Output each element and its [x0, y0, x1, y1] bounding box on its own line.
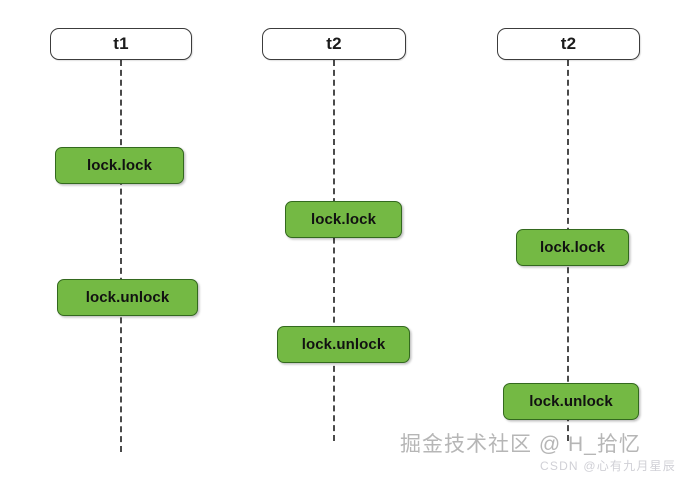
- lifeline-p2: [333, 60, 335, 441]
- watermark-secondary: CSDN @心有九月星辰: [540, 459, 676, 473]
- action-box-lock-unlock[interactable]: lock.unlock: [57, 279, 198, 316]
- participant-label: t1: [113, 34, 129, 53]
- participant-header-p3[interactable]: t2: [497, 28, 640, 60]
- participant-label: t2: [560, 34, 577, 53]
- action-label: lock.unlock: [85, 289, 170, 306]
- action-label: lock.lock: [86, 157, 153, 174]
- action-label: lock.unlock: [301, 336, 386, 353]
- watermark-primary: 掘金技术社区 @ H_拾忆: [400, 433, 641, 456]
- participant-label: t2: [326, 34, 342, 53]
- action-label: lock.lock: [310, 211, 377, 228]
- action-box-lock-lock[interactable]: lock.lock: [285, 201, 402, 238]
- action-box-lock-lock[interactable]: lock.lock: [516, 229, 629, 266]
- lifeline-p1: [120, 60, 122, 452]
- participant-header-p2[interactable]: t2: [262, 28, 406, 60]
- action-label: lock.lock: [539, 239, 606, 256]
- action-box-lock-lock[interactable]: lock.lock: [55, 147, 184, 184]
- participant-header-p1[interactable]: t1: [50, 28, 192, 60]
- action-label: lock.unlock: [529, 393, 613, 410]
- action-box-lock-unlock[interactable]: lock.unlock: [503, 383, 639, 420]
- action-box-lock-unlock[interactable]: lock.unlock: [277, 326, 410, 363]
